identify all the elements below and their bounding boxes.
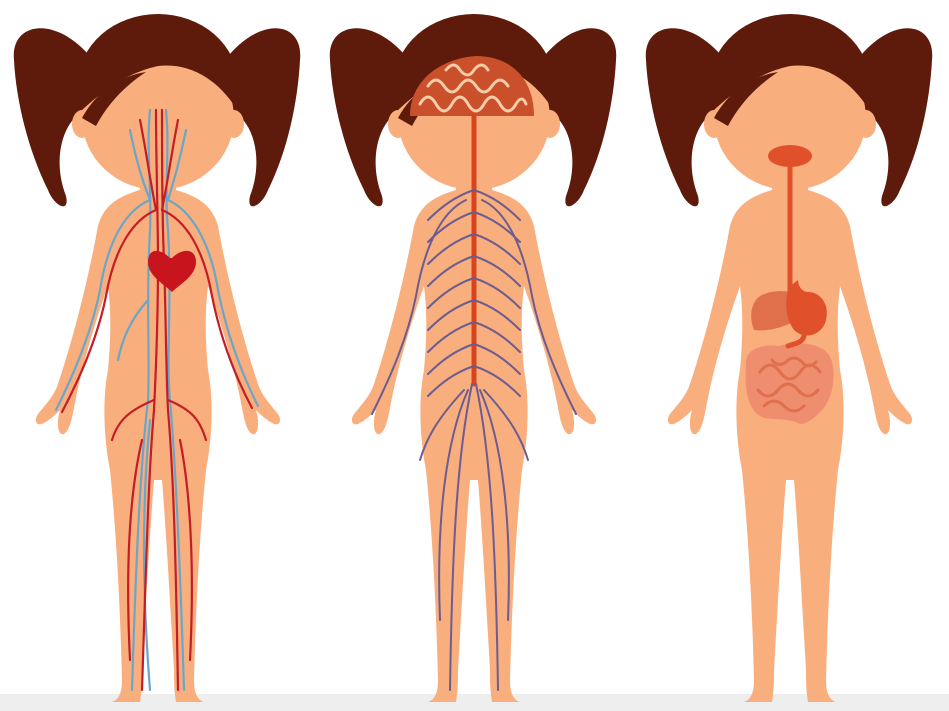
nervous-figure-svg [316,0,632,711]
circulatory-figure-svg [0,0,316,711]
nervous-system-figure [316,0,632,711]
digestive-system-figure [632,0,948,711]
digestive-figure-svg [632,0,948,711]
circulatory-system-figure [0,0,316,711]
